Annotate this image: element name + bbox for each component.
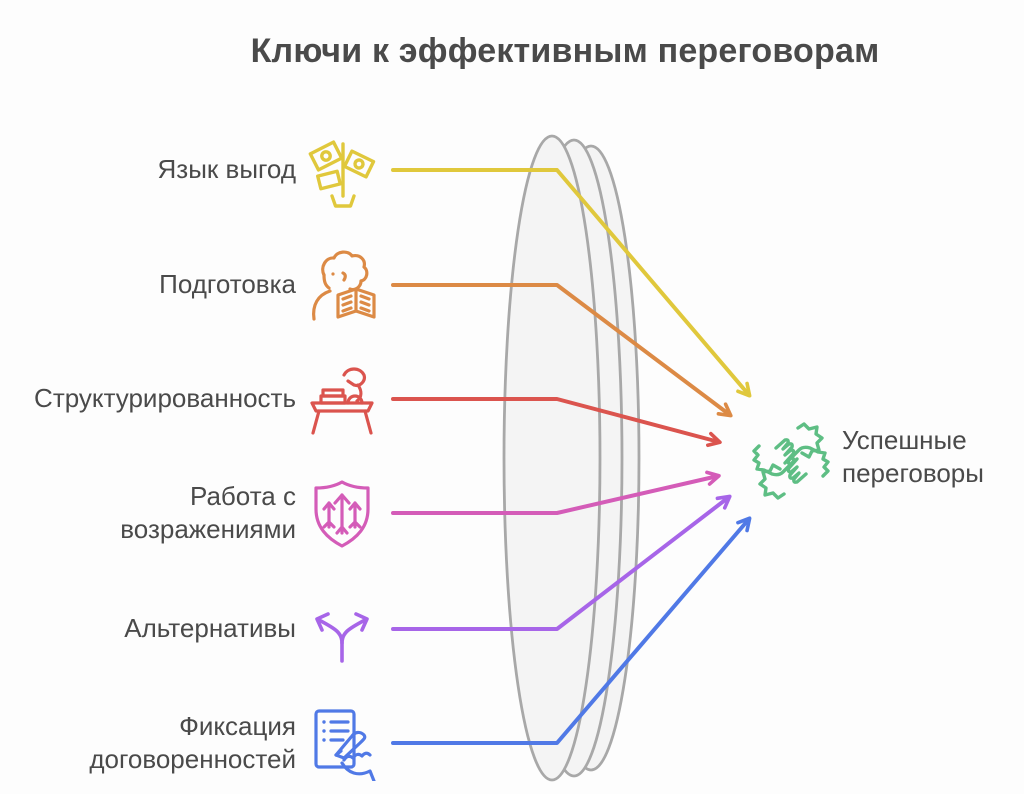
arrow-podgotovka: [393, 285, 730, 415]
handshake-icon: [750, 420, 832, 502]
item-label-fiksatsiya: Фиксация договоренностей: [89, 711, 296, 774]
item-label-podgotovka: Подготовка: [159, 269, 296, 299]
item-label-alternativy: Альтернативы: [124, 613, 296, 643]
document-pen-icon: [304, 705, 380, 781]
item-label-rabota-s-vozrazheniyami: Работа с возражениями: [120, 481, 296, 544]
arrow-fiksatsiya: [393, 519, 749, 743]
arrow-alternativy: [393, 497, 729, 629]
arrow-strukturirovannost: [393, 399, 719, 442]
fork-arrows-icon: [304, 591, 380, 667]
result-label: Успешные переговоры: [842, 425, 984, 488]
lens-front-ellipse: [504, 136, 600, 780]
arrow-rabota-s-vozrazheniyami: [393, 476, 718, 513]
desk-lamp-icon: [304, 361, 380, 437]
money-tree-icon: [304, 134, 380, 210]
connector-arrows: [393, 170, 749, 743]
lens: [504, 136, 639, 780]
shield-arrows-icon: [304, 475, 380, 551]
arrow-yazyk-vygod: [393, 170, 749, 395]
item-label-yazyk-vygod: Язык выгод: [157, 154, 296, 184]
page-title: Ключи к эффективным переговорам: [250, 32, 880, 70]
item-label-strukturirovannost: Структурированность: [34, 383, 296, 413]
person-reading-icon: [304, 247, 380, 323]
